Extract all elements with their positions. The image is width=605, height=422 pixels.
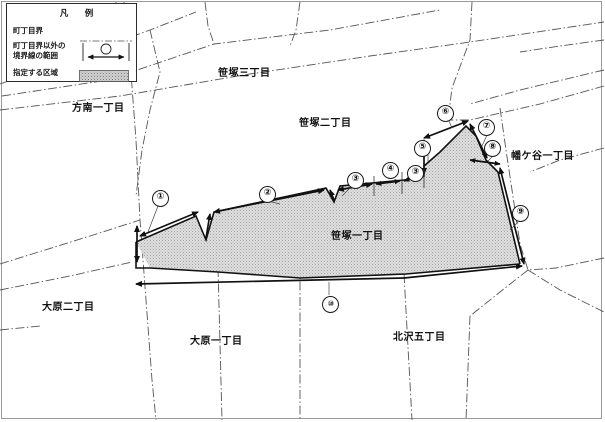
legend-item-town-boundary: 町丁目界: [7, 23, 138, 45]
segment-marker-8: ⑧: [484, 140, 501, 157]
area-label-sasazuka-1: 笹塚一丁目: [331, 231, 384, 242]
area-label-sasazuka-2: 笹塚二丁目: [299, 118, 352, 129]
legend-item-designated-area: 指定する区域: [7, 65, 138, 87]
area-label-ohara-1: 大原一丁目: [190, 336, 243, 347]
segment-marker-4: ④: [382, 162, 399, 179]
legend-item-label: 指定する区域: [13, 68, 58, 77]
area-label-honan-1: 方南一丁目: [72, 103, 125, 114]
dashed-line-swatch: [79, 29, 133, 48]
segment-marker-9: ⑨: [512, 205, 529, 222]
legend-title: 凡 例: [59, 9, 98, 19]
area-label-kitazawa-5: 北沢五丁目: [393, 332, 446, 343]
designated-area-polygon: [136, 126, 520, 278]
segment-tick-marks: [373, 166, 425, 196]
segment-marker-7: ⑦: [478, 119, 495, 136]
segment-marker-1: ①: [152, 190, 169, 207]
legend-item-label: 町丁目界: [13, 26, 43, 35]
legend-item-other-boundary: 町丁目界以外の 境界線の範囲: [7, 40, 138, 66]
segment-marker-10: ⑩: [322, 296, 339, 313]
range-arrow-swatch: [79, 41, 133, 69]
area-label-hatagaya-1: 幡ケ谷一丁目: [511, 151, 574, 162]
segment-marker-3b: ③: [407, 165, 424, 182]
legend-box: 凡 例 町丁目界 町丁目界以外の 境界線の範囲 指定する区域: [6, 3, 137, 82]
segment-marker-5: ⑤: [414, 140, 431, 157]
area-label-ohara-2: 大原二丁目: [42, 302, 95, 313]
segment-marker-2: ②: [259, 186, 276, 203]
segment-marker-3a: ③: [347, 172, 364, 189]
area-label-sasazuka-3: 笹塚三丁目: [218, 68, 271, 79]
segment-marker-6: ⑥: [437, 105, 454, 122]
legend-item-label: 町丁目界以外の 境界線の範囲: [13, 41, 66, 60]
hatched-area-swatch: [79, 67, 133, 86]
